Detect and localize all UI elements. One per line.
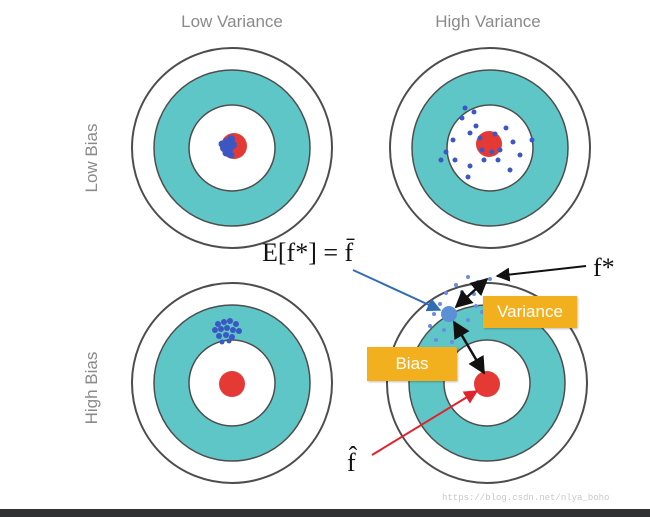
column-header-high-variance: High Variance [435,12,541,31]
target-low-bias-low-variance [131,47,333,249]
shot-cluster [212,318,242,345]
f-hat-pointer-arrow [371,390,479,456]
bullseye [219,371,245,397]
variance-callout: Variance [483,296,577,328]
bullseye [476,131,502,157]
column-header-low-variance: Low Variance [181,12,283,31]
expectation-pointer-arrow [352,269,442,312]
bias-double-arrow [452,320,486,375]
bottom-bar [0,509,650,517]
target-high-bias-low-variance [131,282,333,484]
bullseye [474,371,500,397]
shot-cluster [218,135,237,159]
shot-scatter [438,105,535,180]
f-star-label: f* [593,253,615,282]
bias-callout: Bias [367,347,457,381]
target-low-bias-high-variance [389,47,591,249]
watermark-url: https://blog.csdn.net/nlya_boho [442,493,610,503]
annotation-arrows [352,265,587,456]
variance-double-arrow [454,277,489,309]
mean-prediction-point [441,306,457,322]
row-header-low-bias: Low Bias [82,123,101,193]
row-header-high-bias: High Bias [82,351,101,425]
f-hat-label: f̂ [347,448,356,477]
expectation-label: E[f*] = f̄ [262,238,354,267]
f-star-pointer-arrow [495,265,587,282]
